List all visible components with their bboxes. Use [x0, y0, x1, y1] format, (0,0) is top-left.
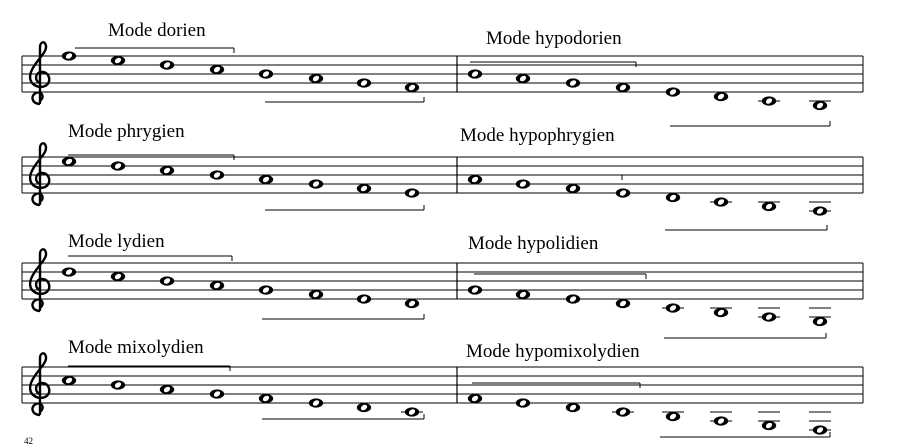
whole-note-hypophrygien-hole	[569, 185, 577, 192]
whole-note-phrygien-hole	[360, 185, 368, 192]
whole-note-dorien-hole	[65, 53, 73, 59]
treble-clef-icon	[28, 248, 51, 313]
whole-note-hypophrygien-hole	[471, 176, 479, 183]
whole-note-hypodorien-hole	[569, 80, 577, 86]
mode-title-hypodorien: Mode hypodorien	[486, 28, 622, 49]
mode-title-hypophrygien: Mode hypophrygien	[460, 125, 615, 146]
mode-title-lydien: Mode lydien	[68, 231, 165, 252]
mode-title-phrygien: Mode phrygien	[68, 121, 185, 142]
whole-note-hypomixolydien-hole	[816, 427, 824, 433]
whole-note-hypomixolydien-hole	[717, 418, 725, 424]
whole-note-hypophrygien-hole	[816, 208, 824, 214]
whole-note-hypophrygien-hole	[717, 199, 725, 205]
whole-note-hypophrygien-hole	[619, 190, 627, 196]
whole-note-lydien-hole	[312, 291, 320, 298]
whole-note-lydien-hole	[360, 296, 368, 302]
whole-note-phrygien-hole	[408, 190, 416, 196]
whole-note-hypodorien-hole	[619, 84, 627, 91]
whole-note-hypomixolydien-hole	[669, 413, 677, 420]
whole-note-mixolydien-hole	[213, 391, 221, 397]
whole-note-phrygien-hole	[65, 158, 73, 165]
whole-note-hypomixolydien-hole	[765, 422, 773, 429]
whole-note-mixolydien-hole	[114, 382, 122, 388]
whole-note-hypolidien-hole	[717, 309, 725, 316]
whole-note-hypodorien-hole	[471, 71, 479, 77]
mode-title-hypomixolydien: Mode hypomixolydien	[466, 341, 640, 362]
whole-note-lydien-hole	[262, 287, 270, 293]
treble-clef-icon	[28, 352, 51, 417]
whole-note-hypolidien-hole	[619, 300, 627, 307]
whole-note-hypodorien-hole	[717, 93, 725, 100]
whole-note-hypolidien-hole	[519, 291, 527, 298]
whole-note-hypomixolydien-hole	[619, 409, 627, 415]
mode-title-hypolidien: Mode hypolidien	[468, 233, 599, 254]
treble-clef-icon	[28, 142, 51, 207]
whole-note-hypodorien-hole	[765, 98, 773, 104]
whole-note-dorien-hole	[213, 66, 221, 73]
whole-note-phrygien-hole	[163, 167, 171, 174]
treble-clef-icon	[28, 41, 51, 106]
whole-note-hypophrygien-hole	[765, 203, 773, 210]
whole-note-dorien-hole	[360, 80, 368, 86]
whole-note-mixolydien-hole	[65, 377, 73, 384]
whole-note-phrygien-hole	[213, 172, 221, 178]
whole-note-hypodorien-hole	[816, 102, 824, 109]
whole-note-hypomixolydien-hole	[471, 395, 479, 402]
whole-note-dorien-hole	[163, 62, 171, 68]
whole-note-hypomixolydien-hole	[519, 400, 527, 406]
whole-note-phrygien-hole	[312, 181, 320, 187]
whole-note-hypophrygien-hole	[669, 194, 677, 201]
whole-note-dorien-hole	[114, 57, 122, 64]
whole-note-hypolidien-hole	[471, 287, 479, 293]
whole-note-dorien-hole	[312, 75, 320, 82]
whole-note-dorien-hole	[262, 71, 270, 77]
whole-note-hypomixolydien-hole	[569, 404, 577, 411]
whole-note-lydien-hole	[213, 282, 221, 289]
mode-title-dorien: Mode dorien	[108, 20, 206, 41]
whole-note-dorien-hole	[408, 84, 416, 91]
whole-note-mixolydien-hole	[312, 400, 320, 406]
whole-note-mixolydien-hole	[360, 404, 368, 411]
whole-note-mixolydien-hole	[262, 395, 270, 402]
whole-note-lydien-hole	[114, 273, 122, 280]
whole-note-hypolidien-hole	[765, 314, 773, 320]
whole-note-hypodorien-hole	[669, 89, 677, 95]
whole-note-lydien-hole	[65, 269, 73, 275]
whole-note-mixolydien-hole	[163, 386, 171, 393]
page-number: 42	[24, 436, 33, 446]
whole-note-hypolidien-hole	[569, 296, 577, 302]
whole-note-phrygien-hole	[114, 163, 122, 169]
whole-note-hypolidien-hole	[816, 318, 824, 325]
whole-note-mixolydien-hole	[408, 409, 416, 415]
whole-note-hypophrygien-hole	[519, 181, 527, 187]
mode-title-mixolydien: Mode mixolydien	[68, 337, 204, 358]
whole-note-hypodorien-hole	[519, 75, 527, 82]
whole-note-lydien-hole	[163, 278, 171, 284]
whole-note-phrygien-hole	[262, 176, 270, 183]
whole-note-hypolidien-hole	[669, 305, 677, 311]
whole-note-lydien-hole	[408, 300, 416, 307]
